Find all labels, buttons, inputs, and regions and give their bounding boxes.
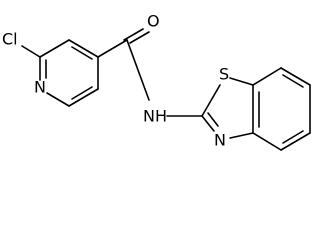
- bond-c7a-c7: [252, 67, 282, 86]
- bond-c2-n3: [201, 115, 215, 132]
- thiazole-ring: [201, 77, 254, 139]
- bond-c2-c3: [39, 39, 70, 58]
- bond-c2-cl: [21, 45, 41, 58]
- bond-c7-c6: [280, 67, 311, 86]
- bond-c5-c6: [68, 88, 99, 107]
- bond-c2-n3-double: [207, 112, 219, 127]
- bond-c5-c6-inner: [71, 86, 93, 100]
- bond-s-c7a: [229, 77, 254, 86]
- bond-c3-c4-inner: [71, 46, 93, 60]
- thiazole-sulfur-label: S: [219, 65, 229, 84]
- benzene-ring: [252, 67, 311, 151]
- bond-c4-c3a: [252, 132, 282, 151]
- structure-diagram: Cl N O NH S N: [2, 11, 311, 151]
- pyridine-ring: [39, 39, 99, 107]
- bond-c3-c4: [68, 39, 99, 58]
- amide-nh-label: NH: [143, 107, 167, 126]
- bond-c5-c4-inner: [282, 130, 304, 144]
- bond-carbonyl-o-double: [129, 31, 150, 44]
- bond-n3-c3a: [229, 132, 254, 139]
- chlorine-label: Cl: [2, 30, 18, 49]
- bond-carbonyl-nh: [126, 39, 150, 101]
- carbonyl-oxygen-label: O: [147, 12, 160, 31]
- bond-c4-carbonyl: [97, 39, 128, 58]
- bond-c2-s: [201, 84, 221, 117]
- bond-carbonyl-o: [123, 28, 144, 41]
- bond-c7-c6-inner: [282, 74, 304, 88]
- molecule-drawing: Cl N O NH S N: [2, 12, 311, 151]
- bond-c6-n1: [46, 92, 70, 107]
- thiazole-nitrogen-label: N: [214, 131, 226, 150]
- amide-group: [97, 28, 203, 117]
- pyridine-nitrogen-label: N: [34, 78, 46, 97]
- bond-c5-c4: [280, 132, 311, 151]
